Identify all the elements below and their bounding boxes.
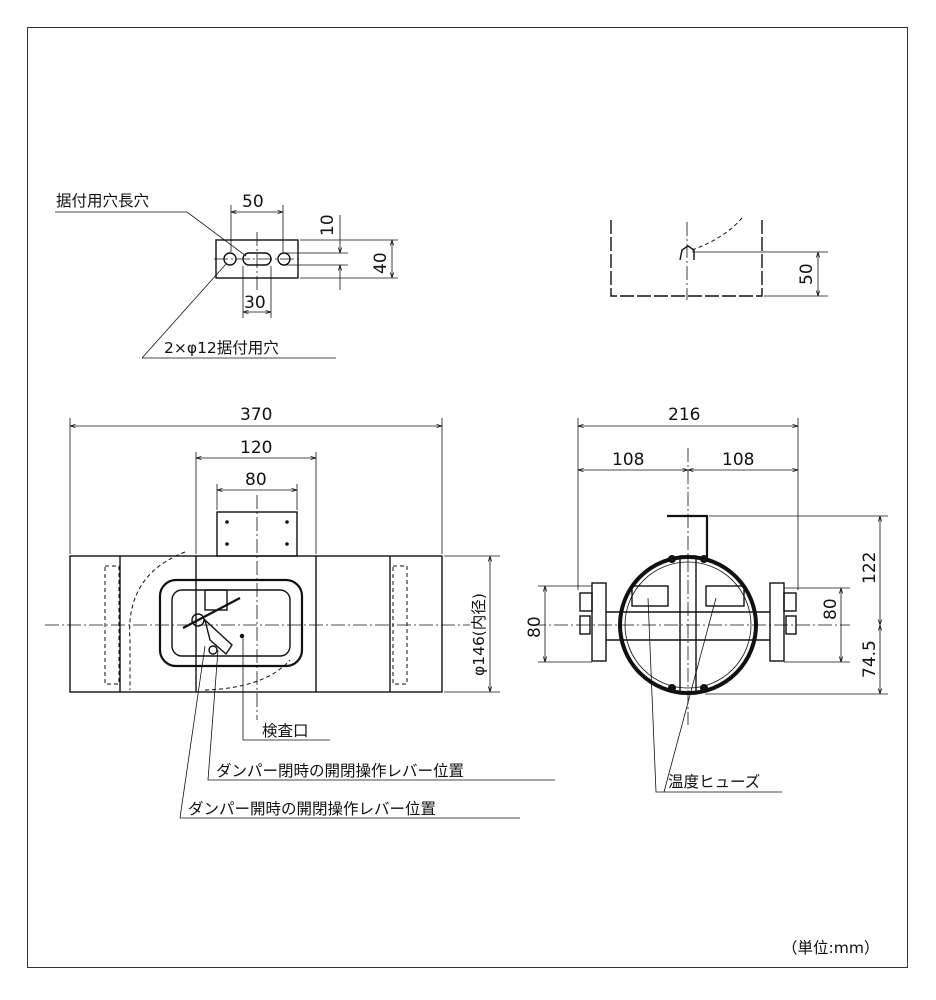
label-temp-fuse: 温度ヒューズ <box>668 773 760 791</box>
drawing-frame <box>27 27 908 968</box>
bracket-detail <box>55 205 398 359</box>
label-mount-slot: 据付用穴長穴 <box>56 192 149 210</box>
label-mount-holes: 2×φ12据付用穴 <box>164 339 279 357</box>
dim-height-80-left: 80 <box>525 616 545 638</box>
dim-height-80-right: 80 <box>821 598 841 620</box>
dim-top-80: 80 <box>245 470 267 490</box>
dim-top-120: 120 <box>240 438 272 458</box>
dim-side-50: 50 <box>797 263 817 285</box>
dim-total-370: 370 <box>240 405 272 425</box>
dim-bracket-30: 30 <box>244 293 266 313</box>
dim-height-74-5: 74.5 <box>860 640 880 678</box>
dim-bracket-10: 10 <box>318 214 338 236</box>
dim-bore: φ146(内径) <box>470 593 488 676</box>
label-inspection-port: 検査口 <box>262 722 309 740</box>
label-lever-open: ダンパー開時の開閉操作レバー位置 <box>188 800 436 818</box>
dim-bracket-40: 40 <box>371 252 391 274</box>
dim-half-108-right: 108 <box>722 450 754 470</box>
dim-bracket-50: 50 <box>242 192 264 212</box>
dim-width-216: 216 <box>668 405 700 425</box>
side-detail <box>610 217 828 300</box>
main-view <box>45 418 555 819</box>
dim-half-108-left: 108 <box>612 450 644 470</box>
label-lever-closed: ダンパー閉時の開閉操作レバー位置 <box>216 762 464 780</box>
dim-height-122: 122 <box>860 552 880 584</box>
end-view <box>532 418 888 793</box>
label-unit: （単位:mm） <box>782 939 879 957</box>
